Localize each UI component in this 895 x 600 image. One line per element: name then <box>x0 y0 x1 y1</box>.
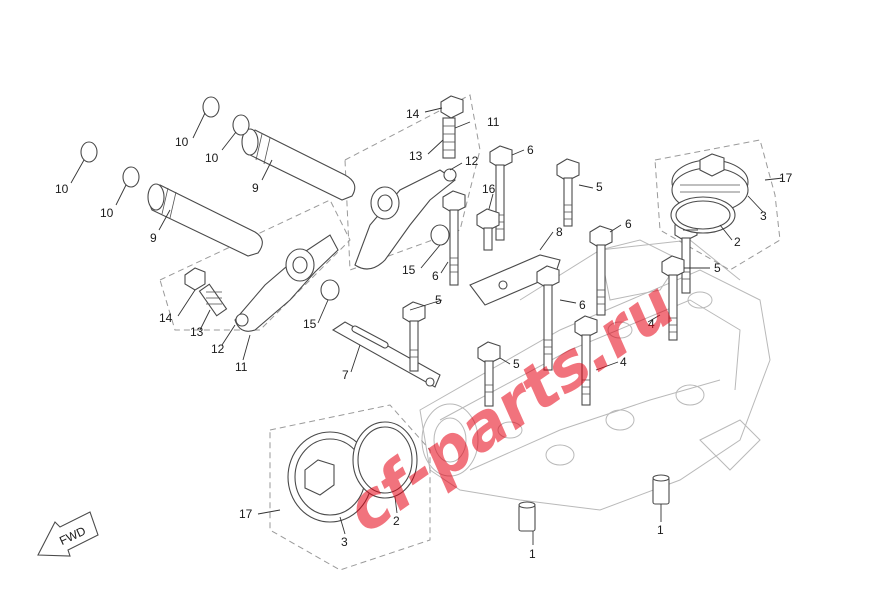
gasket-left <box>352 421 418 499</box>
callout-12: 12 <box>211 342 225 356</box>
washer-15-right <box>430 224 450 246</box>
dowel-pin-left <box>518 501 536 532</box>
bolt-6-d <box>536 265 560 371</box>
rocker-arm-left <box>234 234 339 332</box>
washer-10b <box>232 114 250 136</box>
group-outline-left-rocker <box>159 199 351 331</box>
bolt-5-d <box>477 341 501 407</box>
washer-10d <box>122 166 140 188</box>
rocker-arm-right <box>354 168 457 270</box>
group-outline-right-rocker <box>344 94 481 271</box>
nut-14-left <box>184 267 206 291</box>
leader-lines <box>70 107 784 545</box>
callout-3: 3 <box>760 209 767 223</box>
callout-9: 9 <box>150 231 157 245</box>
callout-6: 6 <box>579 298 586 312</box>
guide-plate-7 <box>331 321 441 388</box>
adjuster-screw-left <box>198 283 228 317</box>
gasket-right <box>670 196 736 234</box>
dowel-pin-right <box>652 474 670 505</box>
callout-5: 5 <box>714 261 721 275</box>
callout-6: 6 <box>625 217 632 231</box>
callout-6: 6 <box>432 269 439 283</box>
callout-16: 16 <box>482 182 496 196</box>
washer-10a <box>202 96 220 118</box>
callout-10: 10 <box>175 135 189 149</box>
callout-3: 3 <box>341 535 348 549</box>
callout-17: 17 <box>779 171 793 185</box>
callout-11: 11 <box>487 115 500 129</box>
adjuster-screw-right <box>442 117 456 159</box>
callout-10: 10 <box>205 151 219 165</box>
callout-10: 10 <box>100 206 114 220</box>
bolt-16 <box>476 208 500 251</box>
callout-15: 15 <box>402 263 416 277</box>
callout-15: 15 <box>303 317 317 331</box>
fwd-arrow-icon: FWD <box>37 511 99 557</box>
callout-14: 14 <box>159 311 173 325</box>
callout-13: 13 <box>409 149 423 163</box>
callout-2: 2 <box>393 514 400 528</box>
watermark-text: cf-parts.ru <box>333 268 688 548</box>
cover-plug-left <box>287 431 373 523</box>
bolt-6-b <box>442 190 466 286</box>
callout-11: 11 <box>235 360 248 374</box>
cylinder-head <box>419 239 771 511</box>
callout-10: 10 <box>55 182 69 196</box>
rocker-shaft-upper <box>241 128 356 201</box>
callout-13: 13 <box>190 325 204 339</box>
callout-1: 1 <box>657 523 664 537</box>
rocker-shaft-lower <box>147 183 263 257</box>
washer-10c <box>80 141 98 163</box>
washer-15-left <box>320 279 340 301</box>
callout-5: 5 <box>435 293 442 307</box>
callout-2: 2 <box>734 235 741 249</box>
callout-4: 4 <box>620 355 627 369</box>
bolt-5-b <box>661 255 685 341</box>
bolt-6-a <box>489 145 513 241</box>
bracket-8 <box>469 254 561 306</box>
bolt-4-b <box>574 315 598 406</box>
bolt-5-a <box>556 158 580 227</box>
callouts: 10 10 10 10 9 9 14 11 13 12 6 5 16 8 6 1… <box>55 107 793 561</box>
group-outline-cover-left <box>269 404 431 571</box>
callout-8: 8 <box>556 225 563 239</box>
callout-5: 5 <box>513 357 520 371</box>
callout-17: 17 <box>239 507 253 521</box>
bolt-6-c <box>589 225 613 316</box>
callout-12: 12 <box>465 154 479 168</box>
callout-1: 1 <box>529 547 536 561</box>
callout-4: 4 <box>648 317 655 331</box>
callout-14: 14 <box>406 107 420 121</box>
callout-7: 7 <box>342 368 349 382</box>
callout-9: 9 <box>252 181 259 195</box>
callout-5: 5 <box>596 180 603 194</box>
nut-14-right <box>440 95 464 119</box>
callout-6: 6 <box>527 143 534 157</box>
